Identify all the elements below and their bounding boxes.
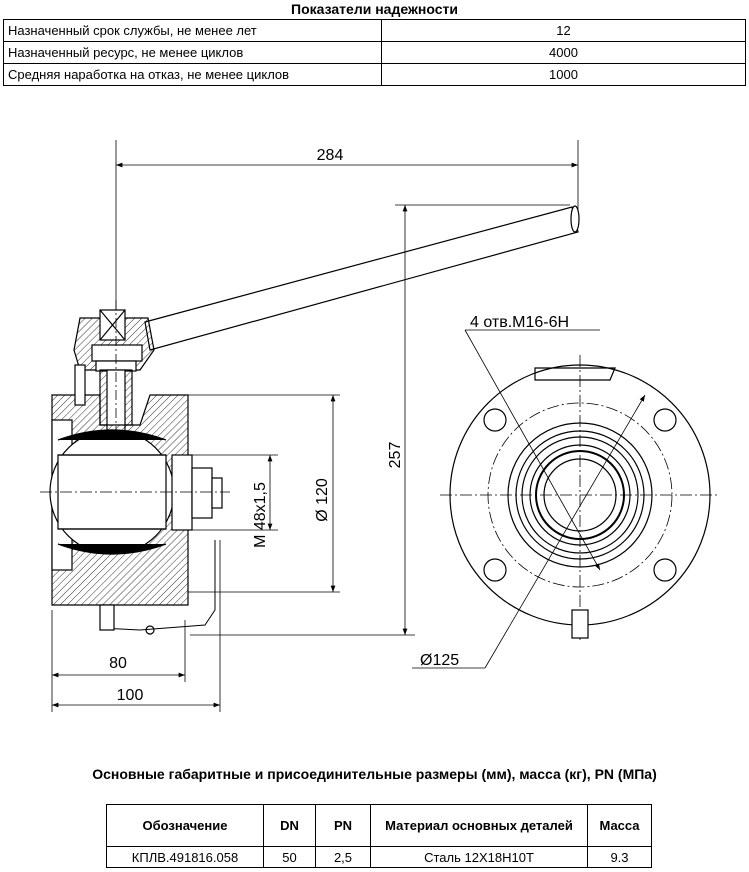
table-cell-value: 12 bbox=[381, 19, 746, 42]
front-dimensions bbox=[412, 329, 646, 669]
dim-257: 257 bbox=[387, 442, 404, 469]
spec-table: Обозначение DN PN Материал основных дета… bbox=[106, 804, 652, 868]
header-pn: PN bbox=[315, 804, 371, 847]
table-row: Назначенный срок службы, не менее лет 12 bbox=[3, 19, 746, 42]
cell-dn: 50 bbox=[263, 846, 316, 868]
header-mass: Масса bbox=[587, 804, 652, 847]
side-view bbox=[40, 205, 580, 635]
table-header-row: Обозначение DN PN Материал основных дета… bbox=[106, 804, 652, 847]
bolt-hole bbox=[653, 558, 677, 582]
dim-thread: M 48x1,5 bbox=[252, 482, 269, 548]
bolt-hole bbox=[483, 558, 507, 582]
table-row: КПЛВ.491816.058 50 2,5 Сталь 12Х18Н10Т 9… bbox=[106, 846, 652, 868]
side-dimensions bbox=[51, 140, 579, 712]
table-cell-value: 1000 bbox=[381, 63, 746, 86]
front-view bbox=[440, 355, 720, 640]
cell-designation: КПЛВ.491816.058 bbox=[106, 846, 264, 868]
table-row: Средняя наработка на отказ, не менее цик… bbox=[3, 63, 746, 86]
cell-material: Сталь 12Х18Н10Т bbox=[370, 846, 588, 868]
dim-flange-dia: Ø 120 bbox=[314, 478, 331, 522]
header-designation: Обозначение bbox=[106, 804, 264, 847]
bolt-hole bbox=[483, 408, 507, 432]
front-dimension-labels: 4 отв.М16-6H Ø125 bbox=[420, 314, 569, 669]
table-cell-label: Назначенный ресурс, не менее циклов bbox=[3, 41, 382, 64]
cell-mass: 9.3 bbox=[587, 846, 652, 868]
table-cell-label: Средняя наработка на отказ, не менее цик… bbox=[3, 63, 382, 86]
dim-284: 284 bbox=[317, 147, 344, 164]
table-cell-label: Назначенный срок службы, не менее лет bbox=[3, 19, 382, 42]
side-dimension-labels: 284 257 Ø 120 M 48x1,5 80 100 bbox=[109, 147, 404, 704]
flange-outline bbox=[534, 367, 616, 381]
valve-technical-drawing: 284 257 Ø 120 M 48x1,5 80 100 4 отв.М16-… bbox=[40, 140, 720, 712]
dim-bolt-circle: Ø125 bbox=[420, 652, 459, 669]
bolt-hole bbox=[653, 408, 677, 432]
header-material: Материал основных деталей bbox=[370, 804, 588, 847]
header-dn: DN bbox=[263, 804, 316, 847]
dim-holes: 4 отв.М16-6H bbox=[470, 314, 569, 331]
dim-100: 100 bbox=[117, 687, 144, 704]
reliability-table: Назначенный срок службы, не менее лет 12… bbox=[3, 19, 746, 86]
cell-pn: 2,5 bbox=[315, 846, 371, 868]
table-cell-value: 4000 bbox=[381, 41, 746, 64]
dimensions-title: Основные габаритные и присоединительные … bbox=[92, 766, 657, 782]
dim-80: 80 bbox=[109, 655, 127, 672]
reliability-title: Показатели надежности bbox=[291, 1, 458, 17]
table-row: Назначенный ресурс, не менее циклов 4000 bbox=[3, 41, 746, 64]
